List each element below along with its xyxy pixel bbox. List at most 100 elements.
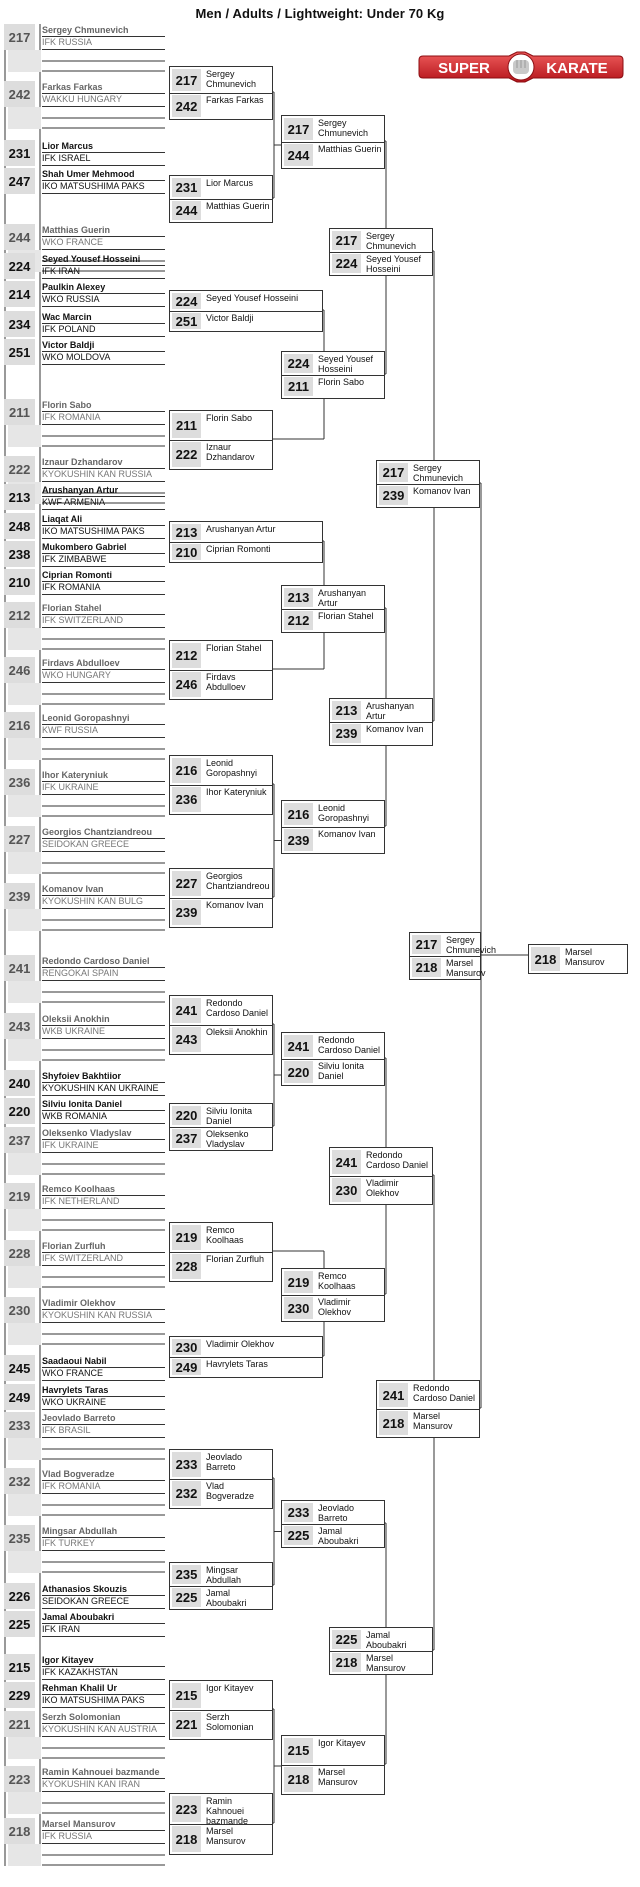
name-underline xyxy=(42,1110,165,1111)
match-competitor-name: Jeovlado Barreto xyxy=(318,1503,355,1523)
match-competitor-number: 218 xyxy=(531,947,560,971)
competitor-name: Georgios Chantziandreou xyxy=(42,827,153,837)
competitor-name: Seyed Yousef Hosseini xyxy=(42,254,141,264)
competitor-name: Matthias Guerin xyxy=(42,225,111,235)
name-underline xyxy=(42,1778,165,1779)
competitor-club: WKO RUSSIA xyxy=(42,294,100,304)
name-underline xyxy=(42,525,165,526)
match-competitor-name: Sergey Chmunevich xyxy=(206,69,257,89)
match-competitor-number: 236 xyxy=(172,787,201,812)
competitor-number: 251 xyxy=(4,339,35,365)
competitor-number: 227 xyxy=(4,826,35,852)
row-divider xyxy=(170,1357,322,1358)
competitor-number: 221 xyxy=(4,1711,35,1737)
bye-filler xyxy=(8,1844,41,1866)
competitor-number: 226 xyxy=(4,1583,35,1609)
match-competitor-name: Igor Kitayev xyxy=(206,1683,254,1693)
competitor-number: 242 xyxy=(4,81,35,107)
match-competitor-name: Georgios Chantziandreou xyxy=(206,871,270,891)
match-competitor-number: 211 xyxy=(284,377,313,396)
match-competitor-number: 239 xyxy=(172,900,201,925)
competitor-number: 245 xyxy=(4,1355,35,1381)
name-underline xyxy=(42,781,165,782)
competitor-name: Firdavs Abdulloev xyxy=(42,658,120,668)
competitor-club: IFK SWITZERLAND xyxy=(42,1253,124,1263)
match-competitor-number: 230 xyxy=(332,1178,361,1202)
club-underline xyxy=(42,1437,165,1438)
club-underline xyxy=(42,682,165,683)
club-underline xyxy=(42,306,165,307)
name-underline xyxy=(42,838,165,839)
name-underline xyxy=(42,1424,165,1425)
match-competitor-number: 218 xyxy=(332,1653,361,1672)
name-underline xyxy=(42,93,165,94)
competitor-name: Florian Zurfluh xyxy=(42,1241,106,1251)
match-competitor-name: Arushanyan Artur xyxy=(366,701,415,721)
name-underline xyxy=(42,1595,165,1596)
competitor-number: 214 xyxy=(4,281,35,307)
competitor-name: Redondo Cardoso Daniel xyxy=(42,956,150,966)
match-competitor-name: Sergey Chmunevich xyxy=(413,463,464,483)
match-competitor-name: Firdavs Abdulloev xyxy=(206,672,246,692)
name-underline xyxy=(42,724,165,725)
match-competitor-name: Remco Koolhaas xyxy=(318,1271,356,1291)
name-underline xyxy=(42,1396,165,1397)
competitor-club: IFK UKRAINE xyxy=(42,782,99,792)
club-underline xyxy=(42,1736,165,1737)
name-underline xyxy=(42,1367,165,1368)
row-divider xyxy=(282,609,384,610)
match-competitor-number: 233 xyxy=(172,1452,201,1477)
competitor-club: WKB ROMANIA xyxy=(42,1111,108,1121)
club-underline xyxy=(42,794,165,795)
club-underline xyxy=(42,1409,165,1410)
match-competitor-name: Oleksii Anokhin xyxy=(206,1027,268,1037)
fist-icon xyxy=(507,53,535,81)
match-competitor-number: 239 xyxy=(379,486,408,505)
name-underline xyxy=(42,895,165,896)
match-competitor-name: Jamal Aboubakri xyxy=(366,1630,407,1650)
competitor-name: Farkas Farkas xyxy=(42,82,103,92)
competitor-name: Silviu Ionita Daniel xyxy=(42,1099,123,1109)
competitor-number: 225 xyxy=(4,1611,35,1637)
match-competitor-name: Komanov Ivan xyxy=(366,724,424,734)
match-competitor-number: 237 xyxy=(172,1129,201,1148)
bye-filler xyxy=(8,852,41,874)
match-competitor-name: Remco Koolhaas xyxy=(206,1225,244,1245)
name-underline xyxy=(42,1025,165,1026)
competitor-club: IFK IRAN xyxy=(42,266,81,276)
match-competitor-name: Redondo Cardoso Daniel xyxy=(318,1035,381,1055)
competitor-club: WAKKU HUNGARY xyxy=(42,94,123,104)
row-divider xyxy=(170,199,272,200)
name-underline xyxy=(42,1666,165,1667)
competitor-club: IKO MATSUSHIMA PAKS xyxy=(42,526,145,536)
match-competitor-number: 223 xyxy=(172,1796,201,1822)
competitor-name: Leonid Goropashnyi xyxy=(42,713,130,723)
competitor-number: 244 xyxy=(4,224,35,250)
competitor-number: 218 xyxy=(4,1818,35,1844)
row-divider xyxy=(170,311,322,312)
club-underline xyxy=(42,1608,165,1609)
competitor-club: IFK ROMANIA xyxy=(42,1481,101,1491)
bye-filler xyxy=(8,795,41,817)
competitor-name: Paulkin Alexey xyxy=(42,282,106,292)
competitor-number: 247 xyxy=(4,168,35,194)
match-competitor-name: Vladimir Olekhov xyxy=(206,1339,275,1349)
bye-filler xyxy=(8,1792,41,1814)
